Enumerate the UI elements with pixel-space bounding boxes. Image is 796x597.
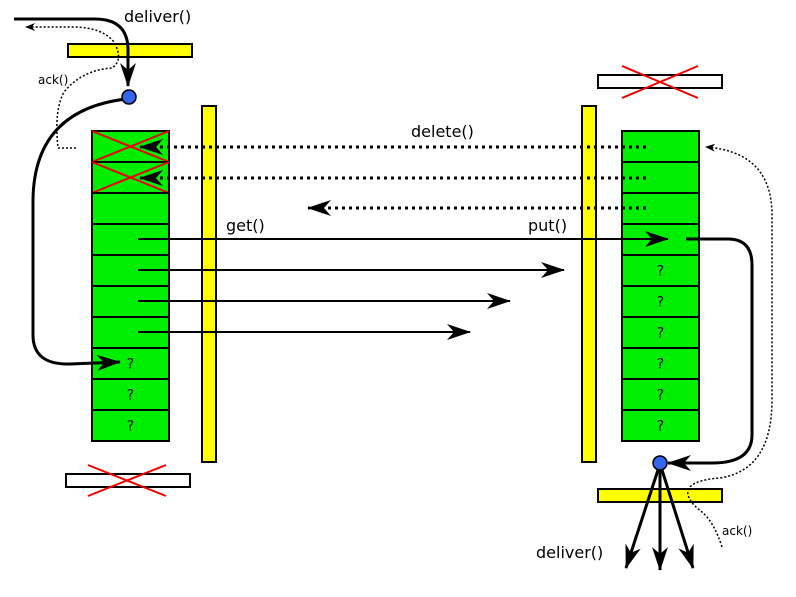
top-left-yellow-bar [67, 43, 193, 58]
right-node [652, 455, 668, 471]
unknown-slot-marker: ? [657, 295, 664, 311]
unknown-slot-marker: ? [127, 419, 134, 435]
right-vertical-bar [581, 105, 597, 463]
buffer-slot: ? [621, 285, 700, 318]
get-label: get() [226, 216, 265, 235]
buffer-slot [91, 130, 170, 163]
ack-left-label: ack() [38, 73, 68, 87]
retransmit-left-path [31, 97, 127, 371]
put-label: put() [528, 216, 567, 235]
ack-right-label: ack() [722, 524, 752, 538]
cross-mark [87, 464, 167, 497]
unknown-slot-marker: ? [127, 357, 134, 373]
delete-label: delete() [411, 122, 474, 141]
cross-mark [91, 130, 170, 163]
right-return-path [667, 237, 754, 471]
ack-right-path [687, 143, 773, 548]
buffer-slot [621, 161, 700, 194]
unknown-slot-marker: ? [127, 388, 134, 404]
cross-mark [621, 65, 699, 99]
top-right-deleted-bar [597, 65, 723, 99]
unknown-slot-marker: ? [657, 419, 664, 435]
unknown-slot-marker: ? [657, 388, 664, 404]
deliver-top-label: deliver() [124, 7, 191, 26]
buffer-slot [621, 130, 700, 163]
deliver-fan-arrow-left [624, 469, 660, 569]
left-vertical-bar [201, 105, 217, 463]
buffer-slot: ? [621, 254, 700, 287]
buffer-slot: ? [91, 409, 170, 442]
buffer-slot: ? [621, 409, 700, 442]
deliver-top-path [14, 17, 136, 87]
buffer-slot [621, 192, 700, 225]
buffer-slot: ? [621, 316, 700, 349]
buffer-slot [91, 192, 170, 225]
unknown-slot-marker: ? [657, 357, 664, 373]
right-buffer: ?????? [621, 130, 700, 442]
ack-left-path [25, 23, 120, 149]
left-buffer: ??? [91, 130, 170, 442]
unknown-slot-marker: ? [657, 326, 664, 342]
deliver-bottom-label: deliver() [536, 543, 603, 562]
deliver-fan-arrow-right [660, 469, 695, 569]
buffer-slot: ? [621, 347, 700, 380]
left-node [121, 89, 137, 105]
cross-mark [91, 161, 170, 194]
unknown-slot-marker: ? [657, 264, 664, 280]
bottom-left-deleted-bar [65, 464, 191, 497]
buffer-slot: ? [91, 378, 170, 411]
buffer-slot [91, 161, 170, 194]
buffer-slot: ? [621, 378, 700, 411]
